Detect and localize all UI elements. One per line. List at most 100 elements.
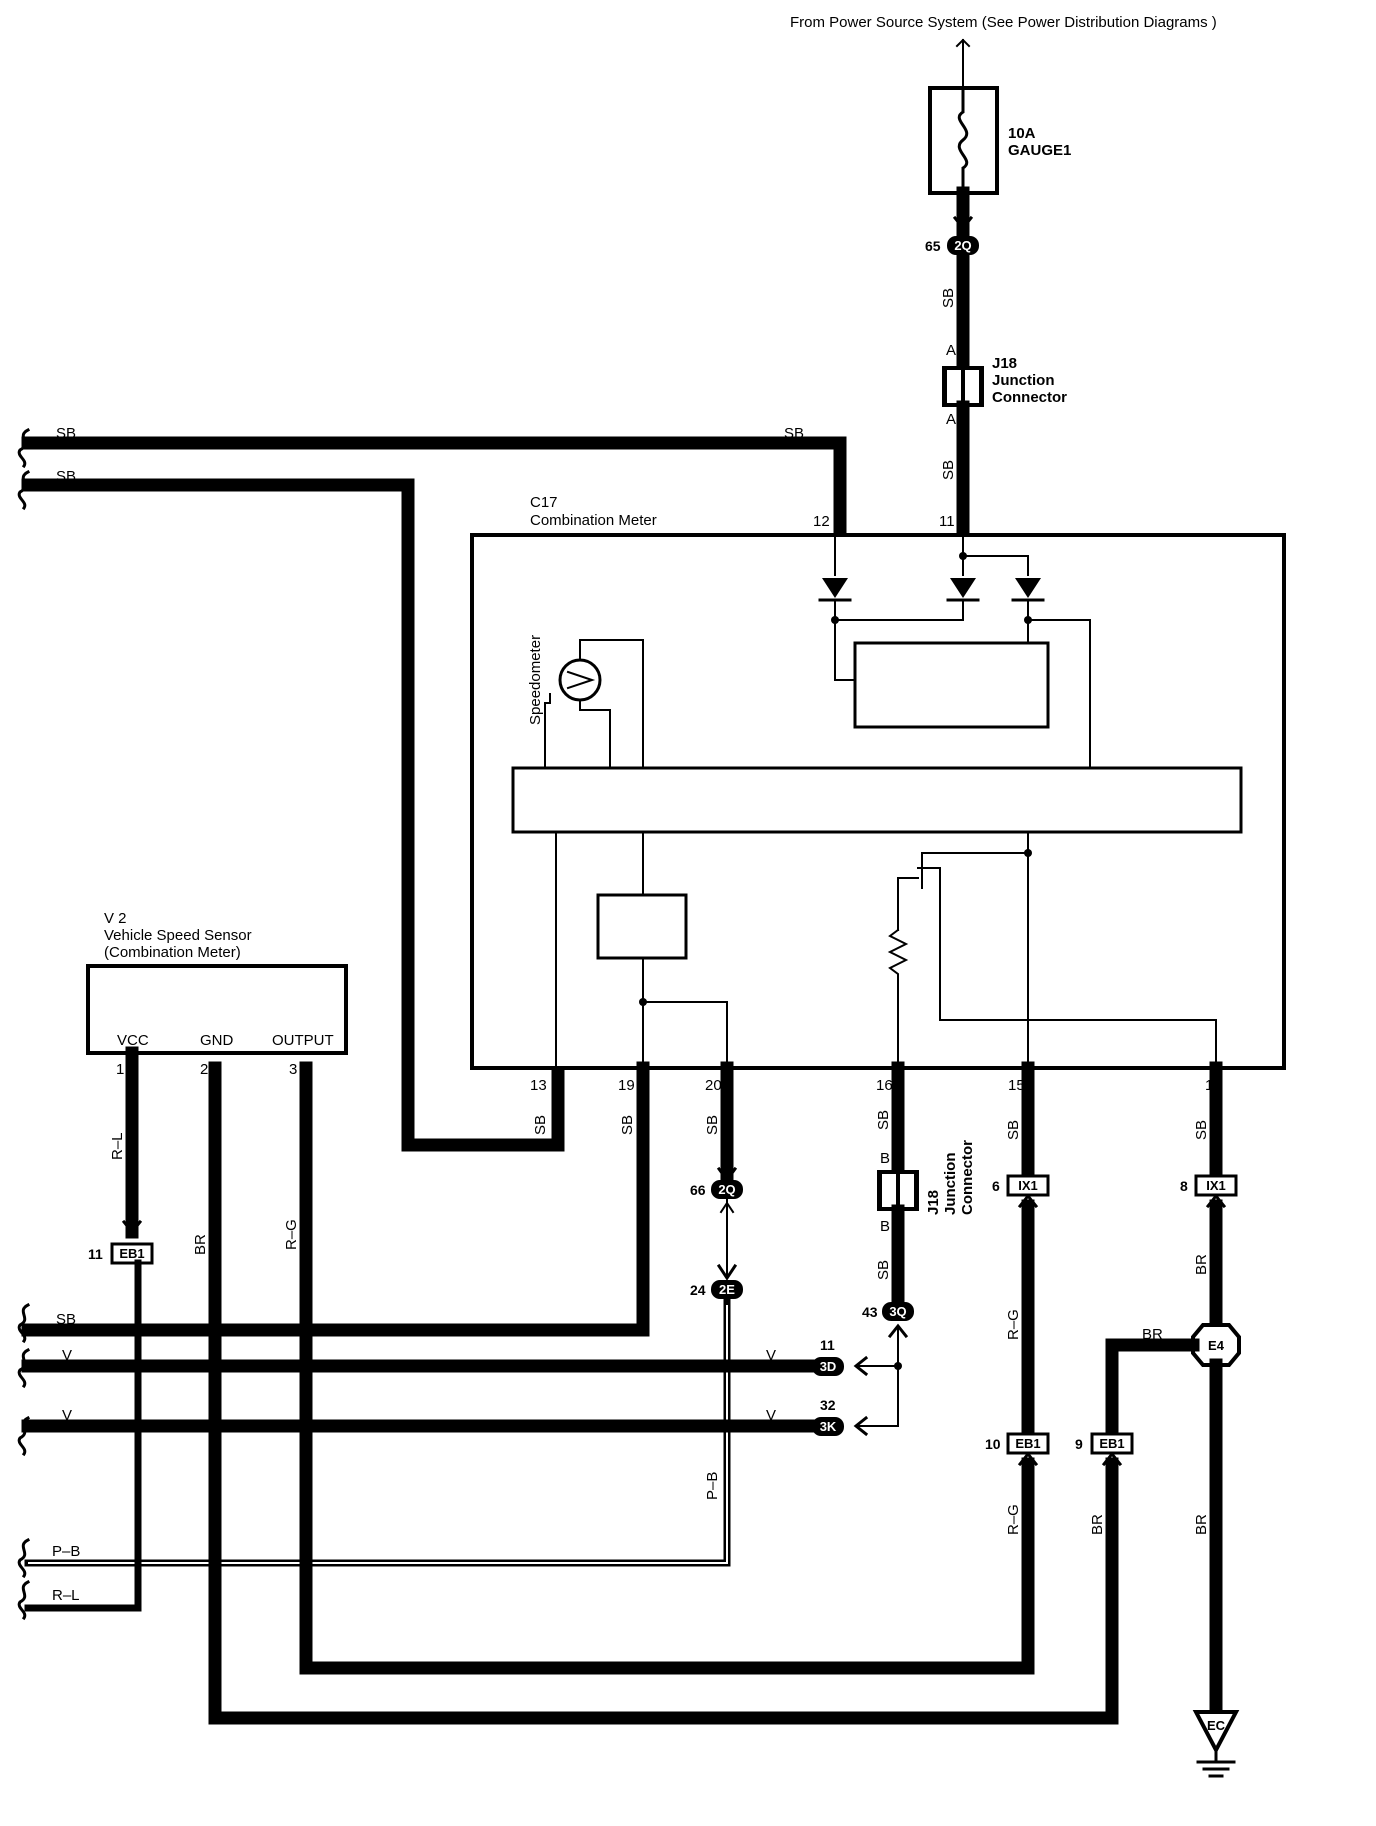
- svg-text:3K: 3K: [820, 1419, 837, 1434]
- pin-10-eb1: 10: [985, 1436, 1001, 1452]
- wire-label-sb-3: SB: [56, 425, 76, 442]
- meter-pin-16: 16: [876, 1077, 893, 1094]
- wire-label-sb-4: SB: [784, 425, 804, 442]
- svg-text:E4: E4: [1208, 1338, 1225, 1353]
- wire-pb-stripe: [28, 1305, 728, 1564]
- arrow-2e: [716, 1263, 738, 1281]
- arrow-3d: [853, 1355, 869, 1377]
- connector-2q-mid: 2Q: [711, 1180, 743, 1199]
- wire-label-sb-12: SB: [1005, 1120, 1022, 1140]
- junction-mid-b1: B: [880, 1150, 890, 1167]
- junction-top-line1: Junction: [992, 372, 1055, 389]
- node-dot-4: [1024, 849, 1032, 857]
- svg-text:3D: 3D: [820, 1359, 837, 1374]
- sensor-num-1: 1: [116, 1061, 124, 1078]
- wire-label-sb-2: SB: [940, 460, 957, 480]
- wire-label-v-2: V: [766, 1347, 776, 1364]
- meter-ref: C17: [530, 494, 558, 511]
- node-dot-1: [959, 552, 967, 560]
- wire-label-rl-1: R–L: [109, 1132, 126, 1160]
- ground-symbol-ec: EC: [1192, 1710, 1240, 1778]
- node-dot-6: [894, 1362, 902, 1370]
- wire-br-e4-eb1: [1105, 1338, 1200, 1437]
- sensor-pin-vcc: VCC: [117, 1032, 149, 1049]
- pin-32-3k: 32: [820, 1397, 836, 1413]
- sensor-name: Vehicle Speed Sensor: [104, 927, 252, 944]
- svg-text:IX1: IX1: [1206, 1178, 1226, 1193]
- svg-text:2Q: 2Q: [954, 238, 971, 253]
- junction-connector-top: [942, 366, 984, 407]
- arrow-3k: [853, 1415, 869, 1437]
- wire-sb-second-bus: [21, 478, 565, 1152]
- meter-pin-1: 1: [1205, 1077, 1213, 1094]
- meter-pin-19: 19: [618, 1077, 635, 1094]
- junction-top-a2: A: [946, 411, 956, 428]
- pin-6-ix1: 6: [992, 1178, 1000, 1194]
- wire-sb-pin19: [21, 1061, 650, 1337]
- meter-pin-13: 13: [530, 1077, 547, 1094]
- svg-text:EC: EC: [1207, 1718, 1226, 1733]
- pin-24: 24: [690, 1282, 706, 1298]
- junction-mid-ref: J18: [925, 1190, 942, 1215]
- wire-3q-3k: [857, 1325, 899, 1427]
- wire-rg-output: [299, 1061, 1035, 1675]
- sensor-pin-output: OUTPUT: [272, 1032, 334, 1049]
- svg-text:EB1: EB1: [1015, 1436, 1040, 1451]
- junction-mid-line1: Junction: [942, 1153, 959, 1216]
- wire-label-br-3: BR: [1089, 1514, 1106, 1535]
- arrow-eb1-a: [121, 1219, 143, 1235]
- pin-43: 43: [862, 1304, 878, 1320]
- wire-label-pb-1: P–B: [704, 1472, 721, 1500]
- wire-label-rg-1: R–G: [1005, 1309, 1022, 1340]
- arrow-2q-top: [952, 215, 974, 231]
- node-dot-5: [639, 998, 647, 1006]
- junction-connector-mid: [877, 1170, 919, 1211]
- junction-top-line2: Connector: [992, 389, 1067, 406]
- connector-3d: 3D: [812, 1357, 844, 1376]
- wire-label-rg-2: R–G: [1005, 1504, 1022, 1535]
- wire-label-v-4: V: [766, 1407, 776, 1424]
- wire-rl: [24, 1259, 142, 1612]
- power-feed-arrow: [955, 38, 971, 48]
- connector-2q-top: 2Q: [947, 236, 979, 255]
- wire-label-sb-8: SB: [56, 1311, 76, 1328]
- wire-label-v-3: V: [62, 1407, 72, 1424]
- transistor-symbol: [917, 867, 941, 889]
- speedometer-gauge: [558, 658, 602, 702]
- svg-text:EB1: EB1: [119, 1246, 144, 1261]
- svg-text:IX1: IX1: [1018, 1178, 1038, 1193]
- pin-9-eb1: 9: [1075, 1436, 1083, 1452]
- junction-mid-b2: B: [880, 1218, 890, 1235]
- meter-small-block: [596, 893, 688, 960]
- speedometer-label: Speedometer: [527, 635, 544, 725]
- diode-group: [818, 578, 1045, 602]
- pin-11-eb1: 11: [88, 1246, 103, 1262]
- meter-pin-15: 15: [1008, 1077, 1025, 1094]
- wire-label-sb-11: SB: [875, 1260, 892, 1280]
- connector-2e: 2E: [711, 1280, 743, 1299]
- junction-top-ref: J18: [992, 355, 1017, 372]
- pin-11-3d: 11: [820, 1337, 835, 1353]
- fuse-element: [957, 88, 969, 193]
- wire-br-gnd: [208, 1061, 1119, 1725]
- wire-label-sb-6: SB: [532, 1115, 549, 1135]
- wire-label-br-2: BR: [1142, 1326, 1163, 1343]
- node-dot-3: [1024, 616, 1032, 624]
- break-marks: [17, 427, 31, 1621]
- connector-ix1-a: IX1: [1006, 1174, 1050, 1197]
- sensor-num-2: 2: [200, 1061, 208, 1078]
- meter-pin-20: 20: [705, 1077, 722, 1094]
- fuse-rating: 10A: [1008, 125, 1036, 142]
- wire-label-rg-3: R–G: [283, 1219, 300, 1250]
- pin-66: 66: [690, 1182, 706, 1198]
- wire-label-rl-2: R–L: [52, 1587, 80, 1604]
- svg-text:EB1: EB1: [1099, 1436, 1124, 1451]
- wire-label-sb-5: SB: [56, 468, 76, 485]
- wire-sb-top-bus: [21, 436, 847, 542]
- sensor-pin-gnd: GND: [200, 1032, 234, 1049]
- meter-pin-12: 12: [813, 513, 830, 530]
- junction-mid-line2: Connector: [959, 1140, 976, 1215]
- sensor-num-3: 3: [289, 1061, 297, 1078]
- wire-label-sb-10: SB: [875, 1110, 892, 1130]
